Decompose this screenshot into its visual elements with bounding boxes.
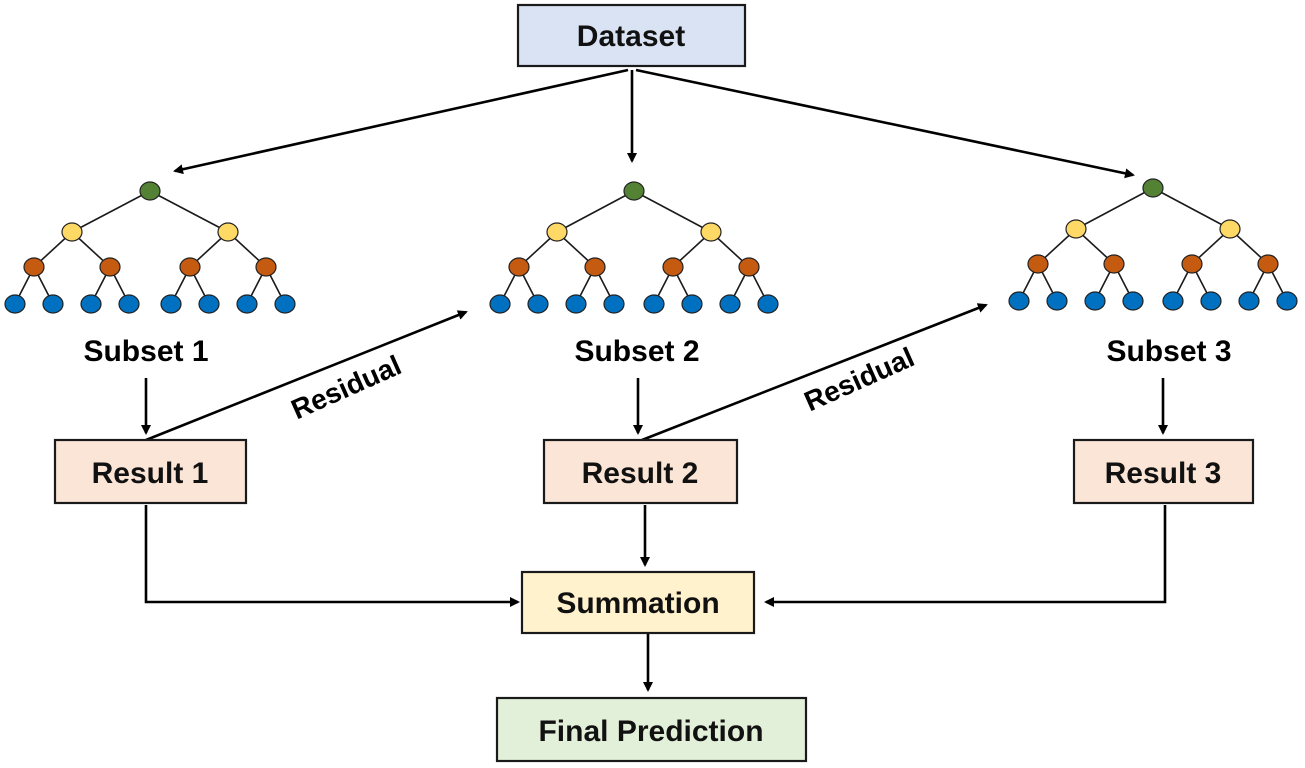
tree-leaf-node (527, 294, 549, 314)
tree-edge (1075, 187, 1154, 230)
tree-internal-node (1103, 254, 1125, 274)
tree-leaf-node (603, 294, 625, 314)
flow-arrows (141, 68, 1168, 692)
summation-label: Summation (556, 587, 719, 620)
summation-rect (520, 570, 756, 635)
arrow-result-1-to-summation (144, 505, 520, 607)
tree-leaf-node (1046, 291, 1068, 311)
tree-internal-node (662, 257, 684, 277)
tree-internal-node (61, 222, 83, 242)
tree-internal-node (179, 257, 201, 277)
result-3-label: Result 3 (1105, 457, 1222, 490)
tree-internal-node (23, 257, 45, 277)
tree-internal-node (217, 222, 239, 242)
tree-internal-node (255, 257, 277, 277)
tree-leaf-node (1276, 291, 1298, 311)
tree-subset-2 (489, 181, 779, 314)
tree-leaf-node (719, 294, 741, 314)
tree-leaf-node (489, 294, 511, 314)
tree-leaf-node (4, 294, 26, 314)
result-2-label: Result 2 (582, 457, 699, 490)
tree-internal-node (1065, 219, 1087, 239)
tree-leaf-node (1238, 291, 1260, 311)
tree-internal-node (584, 257, 606, 277)
subset-2-label: Subset 2 (574, 335, 699, 368)
tree-leaf-node (1162, 291, 1184, 311)
dataset-box-rect (516, 3, 747, 68)
tree-leaf-node (643, 294, 665, 314)
tree-edge (1152, 187, 1231, 230)
tree-root-node (1142, 178, 1164, 198)
tree-edge (556, 190, 635, 233)
tree-internal-node (508, 257, 530, 277)
tree-internal-node (700, 222, 722, 242)
tree-internal-node (546, 222, 568, 242)
tree-subset-3 (1008, 178, 1298, 311)
tree-leaf-node (236, 294, 258, 314)
result-3-box: Result 3 (1072, 438, 1255, 505)
final-prediction-label: Final Prediction (538, 715, 763, 748)
residual-label-2: Residual (800, 341, 919, 417)
tree-edge (633, 190, 712, 233)
tree-internal-node (1219, 219, 1241, 239)
dataset-label: Dataset (577, 20, 685, 53)
arrow-dataset-to-tree-1 (173, 68, 629, 175)
tree-leaf-node (1008, 291, 1030, 311)
tree-leaf-node (42, 294, 64, 314)
tree-leaf-node (565, 294, 587, 314)
tree-internal-node (1027, 254, 1049, 274)
result-3-rect (1072, 438, 1255, 505)
tree-leaf-node (1084, 291, 1106, 311)
tree-leaf-node (118, 294, 140, 314)
result-1-rect (53, 438, 248, 505)
tree-leaf-node (1122, 291, 1144, 311)
arrow-residual-2 (641, 303, 988, 442)
tree-internal-node (738, 257, 760, 277)
tree-leaf-node (757, 294, 779, 314)
subset-1-label: Subset 1 (83, 335, 208, 368)
tree-root-node (139, 181, 161, 201)
arrow-result-3-to-summation (764, 505, 1167, 607)
arrow-dataset-to-tree-3 (635, 68, 1135, 179)
tree-leaf-node (274, 294, 296, 314)
dataset-box: Dataset (516, 3, 747, 68)
tree-leaf-node (198, 294, 220, 314)
tree-leaf-node (1200, 291, 1222, 311)
result-1-box: Result 1 (53, 438, 248, 505)
tree-edge (149, 190, 229, 233)
arrow-residual-1 (145, 310, 468, 442)
result-2-rect (542, 438, 739, 505)
final-prediction-box: Final Prediction (495, 696, 808, 763)
tree-edge (71, 190, 151, 233)
result-2-box: Result 2 (542, 438, 739, 505)
tree-subset-1 (4, 181, 296, 314)
tree-leaf-node (681, 294, 703, 314)
tree-root-node (623, 181, 645, 201)
tree-leaf-node (160, 294, 182, 314)
tree-internal-node (1181, 254, 1203, 274)
tree-internal-node (99, 257, 121, 277)
tree-leaf-node (80, 294, 102, 314)
result-1-label: Result 1 (92, 457, 209, 490)
final-prediction-rect (495, 696, 808, 763)
tree-internal-node (1257, 254, 1279, 274)
subset-3-label: Subset 3 (1106, 335, 1231, 368)
summation-box: Summation (520, 570, 756, 635)
